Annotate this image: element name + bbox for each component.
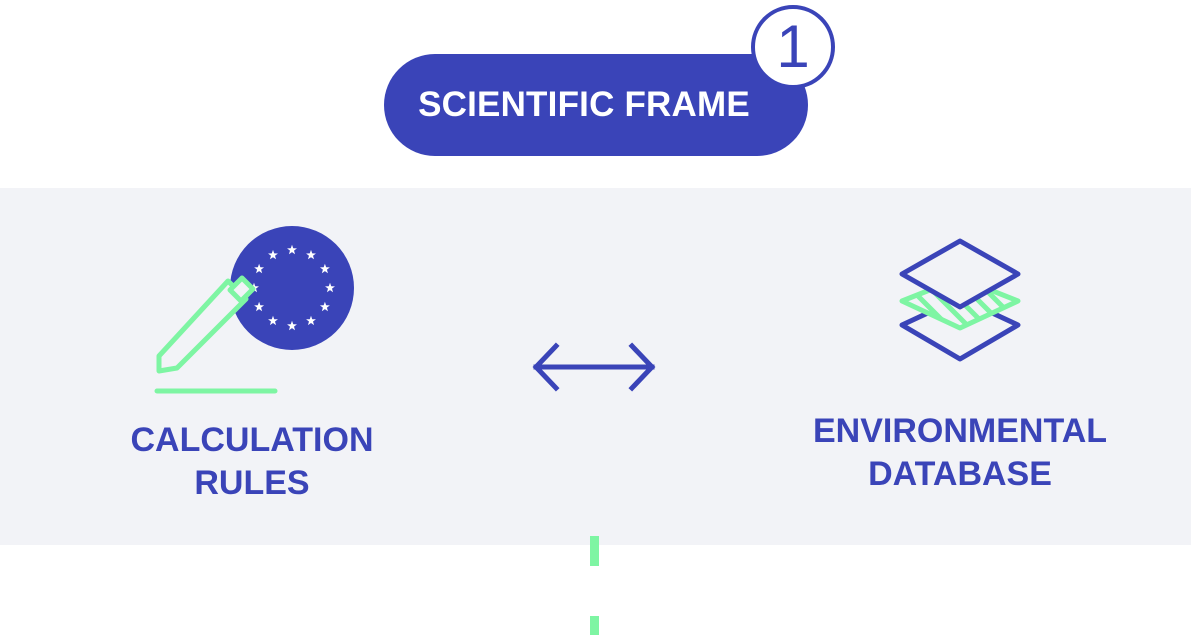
scientific-frame-pill: SCIENTIFIC FRAME — [384, 54, 808, 156]
step-number-badge: 1 — [751, 5, 835, 89]
calculation-rules-line2: RULES — [194, 464, 310, 502]
environmental-database-line2: DATABASE — [868, 455, 1052, 493]
double-arrow-icon — [532, 342, 656, 392]
eu-star-icon — [254, 263, 265, 274]
eu-star-icon — [319, 263, 330, 274]
eu-star-icon — [268, 249, 278, 260]
eu-star-icon — [254, 301, 265, 312]
environmental-database-caption: ENVIRONMENTAL DATABASE — [780, 410, 1140, 496]
dashed-connector-segment — [590, 616, 599, 635]
dashed-connector-segment — [590, 536, 599, 566]
eu-star-icon — [306, 315, 316, 326]
eu-star-icon — [268, 315, 278, 326]
eu-star-icon — [287, 244, 297, 255]
database-layers-icon — [899, 238, 1021, 362]
scientific-frame-label: SCIENTIFIC FRAME — [418, 85, 750, 124]
eu-star-icon — [319, 301, 330, 312]
calculation-rules-line1: CALCULATION — [130, 421, 374, 459]
eu-star-icon — [325, 282, 335, 293]
eu-star-icon — [287, 320, 297, 331]
pencil-eu-flag-icon — [154, 226, 354, 394]
eu-star-icon — [306, 249, 316, 260]
environmental-database-line1: ENVIRONMENTAL — [812, 412, 1108, 450]
calculation-rules-caption: CALCULATION RULES — [102, 419, 402, 505]
